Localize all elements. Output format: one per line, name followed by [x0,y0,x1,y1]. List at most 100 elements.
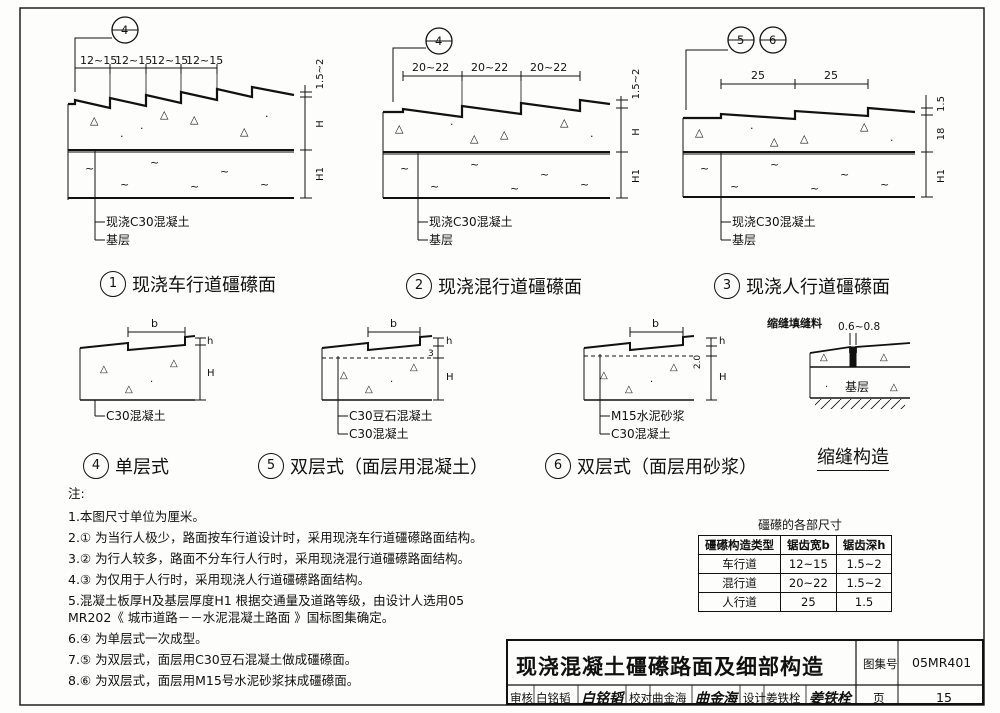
caption-d5-num: 5 [258,453,284,479]
note-item: 8.⑥ 为双层式，面层用M15号水泥砂浆抹成礓礤面。 [68,673,360,688]
note-item: 5.混凝土板厚H及基层厚度H1 根据交通量及道路等级，由设计人选用05 [68,593,465,608]
d2-dim-1: 20~22 [412,61,449,74]
drawing-title: 现浇混凝土礓礤路面及细部构造 [516,655,824,679]
table-cell: 12~15 [780,554,837,574]
atlas-label: 图集号 [863,657,898,671]
detail-5-section [321,327,444,435]
svg-text:△: △ [340,370,348,381]
svg-text:·: · [590,130,594,143]
caption-d3: 3 现浇人行道礓礤面 [714,273,890,299]
d2-concrete-label: 现浇C30混凝土 [429,214,513,229]
joint-section [809,333,911,409]
d2-base-label: 基层 [429,233,453,247]
caption-d2-num: 2 [406,273,432,299]
table-cell: 25 [780,592,837,612]
d6-top-label: M15水泥砂浆 [611,408,685,423]
svg-text:~: ~ [120,178,129,191]
svg-text:~: ~ [470,158,479,171]
notes: 注: 1.本图尺寸单位为厘米。 2.① 为当行人极少，路面按车行道设计时，采用现… [68,485,483,689]
svg-text:~: ~ [540,168,549,181]
svg-text:△: △ [500,128,509,141]
detail-1-aggregate: △·△△··△ ~~~~~~ [85,108,269,193]
svg-text:△: △ [170,358,178,369]
d3-ref-b: 6 [769,33,776,47]
svg-text:·: · [750,122,754,135]
joint-soil-hatch [815,399,905,409]
svg-text:~: ~ [220,165,229,178]
svg-text:~: ~ [190,180,199,193]
caption-d1-text: 现浇车行道礓礤面 [132,275,276,296]
d1-base-label: 基层 [106,233,130,247]
svg-text:~: ~ [810,182,819,195]
joint-width: 0.6~0.8 [838,321,880,333]
d5-side-h: H [446,372,454,383]
d2-side-top: 1.5~2 [631,69,642,100]
detail-5-aggregate: △·△△ [340,362,418,395]
table-cell: 车行道 [698,554,781,574]
svg-text:△: △ [860,120,869,133]
svg-text:△: △ [625,384,633,395]
d5-3: 3 [428,349,434,359]
svg-text:~: ~ [85,162,94,175]
svg-text:~: ~ [770,158,779,171]
d2-side-h1: H1 [631,169,642,183]
d3-concrete-label: 现浇C30混凝土 [732,214,816,229]
svg-text:△: △ [240,125,249,138]
detail-2-aggregate: △·△△·△ ~~~~~~ [395,116,594,195]
svg-text:·: · [390,377,393,388]
table-cell: 1.5~2 [835,554,893,574]
atlas-number: 05MR401 [912,655,972,670]
svg-text:△: △ [365,384,373,395]
d3-base-label: 基层 [732,233,756,247]
dim-table-header-cell: 锯齿宽b [780,535,837,555]
detail-6-section [583,327,717,435]
joint-aggregate: △△·△ [820,352,898,393]
dim-table-header-cell: 锯齿深h [835,535,893,555]
caption-d2-text: 现浇混行道礓礤面 [438,277,582,298]
d5-bottom-label: C30混凝土 [349,426,409,441]
d2-side-h: H [631,128,642,136]
detail-6-aggregate: △·△△ [600,362,678,395]
notes-heading: 注: [68,486,85,501]
d1-side-h: H [315,120,326,128]
d1-concrete-label: 现浇C30混凝土 [106,214,190,229]
checker-signature: 曲金海 [695,691,737,707]
d2-dim-2: 20~22 [471,61,508,74]
detail-4-section [79,327,206,417]
note-item: 6.④ 为单层式一次成型。 [68,631,208,646]
table-row: 混行道 20~22 1.5~2 [698,573,893,593]
d3-side-top: 1.5 [936,96,947,112]
caption-d3-num: 3 [714,273,740,299]
svg-text:~: ~ [840,168,849,181]
joint-filler [849,346,857,368]
svg-text:·: · [150,377,153,388]
caption-joint: 缩缝构造 [817,443,889,471]
d4-side-h: H [207,368,215,379]
d1-side-h1: H1 [315,167,326,181]
joint-base-label: 基层 [845,380,869,394]
d2-dim-3: 20~22 [530,61,567,74]
caption-d6-num: 6 [545,453,571,479]
svg-text:·: · [450,118,454,131]
sheet-border [19,7,985,706]
detail-4-aggregate: △·△△ [100,358,178,395]
detail-1-section [67,16,312,241]
d2-ref: 4 [435,34,442,48]
table-cell: 混行道 [698,573,781,593]
svg-text:~: ~ [400,162,409,175]
caption-d1-num: 1 [100,271,126,297]
svg-text:△: △ [100,364,108,375]
d4-b: b [151,317,158,330]
table-cell: 1.5~2 [835,573,893,593]
d3-ref-a: 5 [737,33,744,47]
d1-dim-3: 12~15 [151,54,188,67]
dim-table-header: 礓礤构造类型 锯齿宽b 锯齿深h [698,535,893,555]
d5-h: h [446,336,452,347]
caption-d3-text: 现浇人行道礓礤面 [746,277,890,298]
detail-3-section [682,26,933,241]
svg-text:·: · [120,130,124,143]
joint-top-label: 缩缝填缝料 [767,316,822,330]
